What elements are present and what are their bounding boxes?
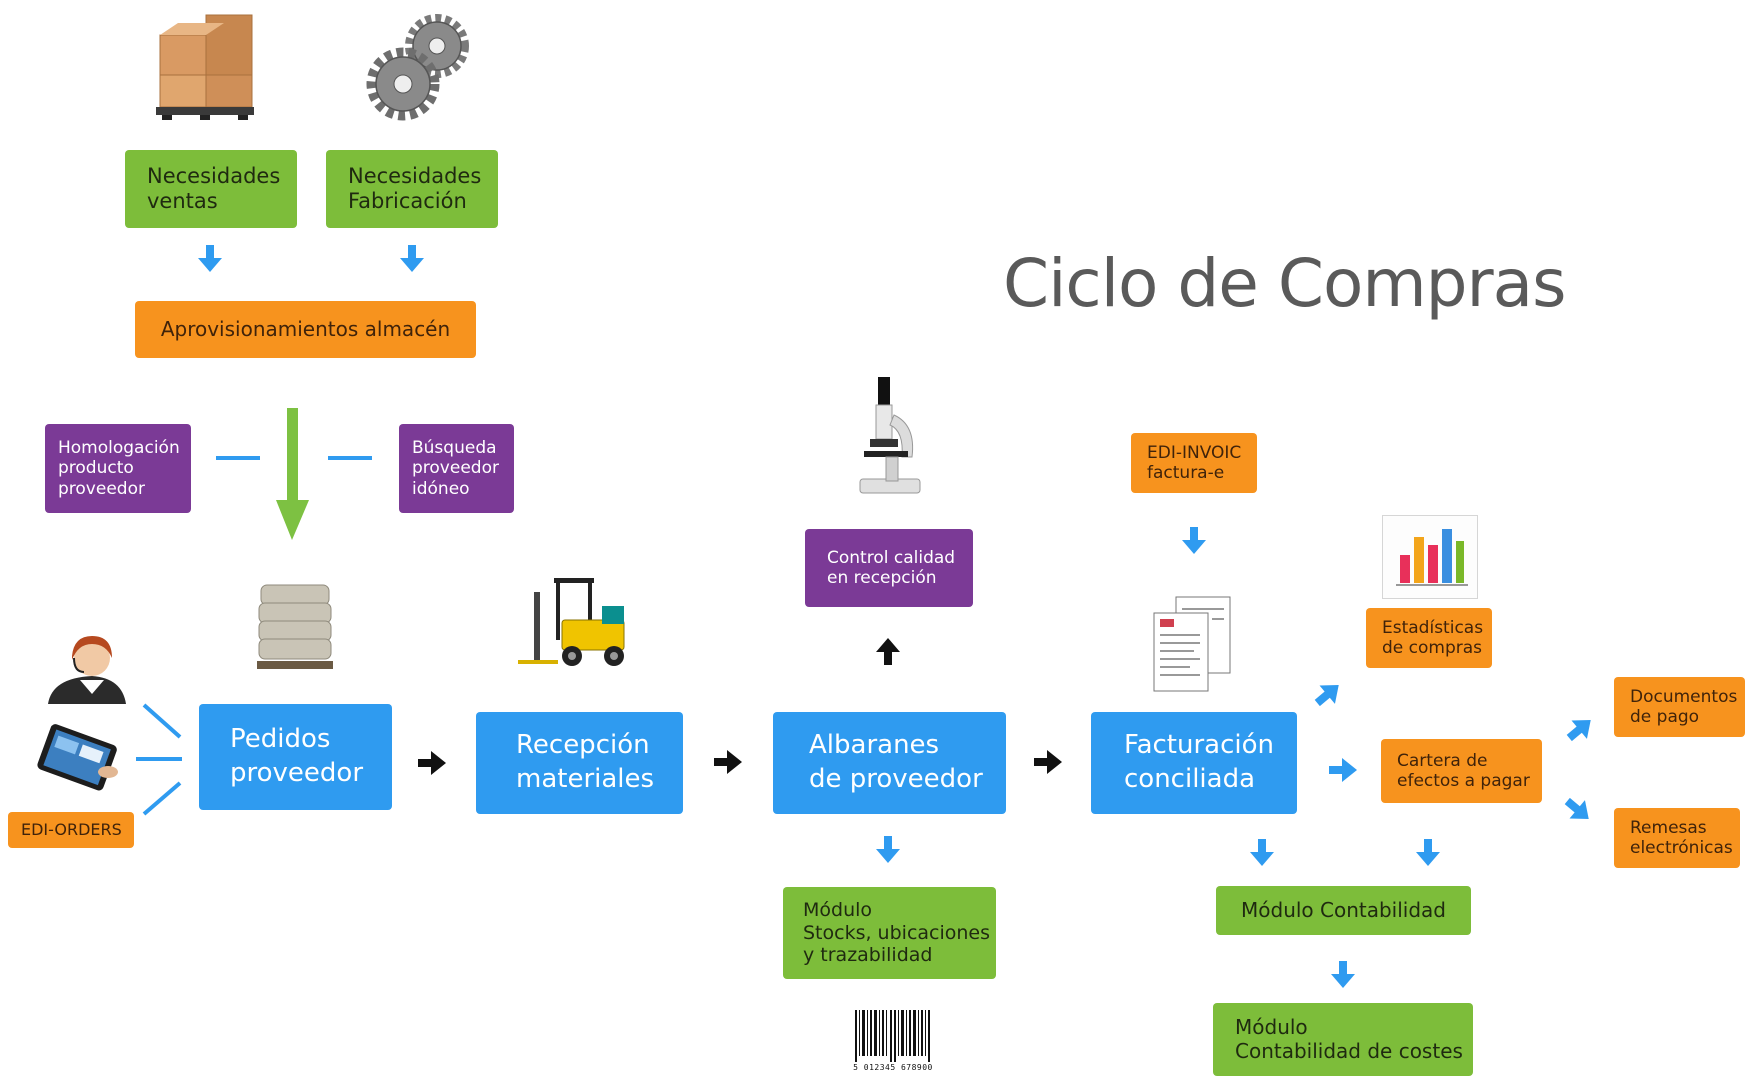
operator-headset-icon [30,632,130,704]
arrow-facturacion-cartera [1329,758,1357,782]
microscope-icon [859,377,921,494]
necesidades-ventas-box: Necesidades ventas [125,150,297,228]
diagram-title: Ciclo de Compras [1003,245,1566,322]
arrow-cartera-documentos [1561,710,1599,748]
arrow-contabilidad-costes [1331,961,1355,988]
arrow-recepcion-albaranes [714,750,742,774]
gears-icon [366,14,469,121]
edi-orders-box: EDI-ORDERS [8,812,134,848]
arrow-facturacion-estadisticas [1309,675,1347,713]
tablet-icon [37,724,118,791]
bar-chart-icon [1382,515,1478,599]
arrow-albaranes-stocks [876,836,900,863]
arrow-pedidos-recepcion [418,751,446,775]
invoice-documents-icon [1153,596,1231,692]
boxes-pallet-icon [156,14,254,120]
arrow-cartera-contabilidad [1416,839,1440,866]
modulo-costes-box: Módulo Contabilidad de costes [1213,1003,1473,1076]
arrow-green-down [276,408,309,540]
cartera-box: Cartera de efectos a pagar [1381,739,1542,803]
forklift-icon [518,578,625,666]
barcode-icon [855,1010,930,1062]
pedidos-proveedor-box: Pedidos proveedor [199,704,392,810]
connector-inputs [136,703,182,816]
recepcion-materiales-box: Recepción materiales [476,712,683,814]
arrow-ventas-down [198,245,222,272]
arrow-cartera-remesas [1559,791,1597,829]
homologacion-box: Homologación producto proveedor [45,424,191,513]
barcode: 5 012345 678900 [853,1010,933,1076]
modulo-contabilidad-box: Módulo Contabilidad [1216,886,1471,935]
arrow-albaranes-facturacion [1034,750,1062,774]
albaranes-box: Albaranes de proveedor [773,712,1006,814]
estadisticas-box: Estadísticas de compras [1366,608,1492,668]
barcode-number: 5 012345 678900 [853,1063,933,1072]
documentos-pago-box: Documentos de pago [1614,677,1745,737]
control-calidad-box: Control calidad en recepción [805,529,973,607]
remesas-box: Remesas electrónicas [1614,808,1740,868]
arrow-fabricacion-down [400,245,424,272]
arrow-up-control [876,638,900,665]
arrow-edi-facturacion [1182,527,1206,554]
modulo-stocks-box: Módulo Stocks, ubicaciones y trazabilida… [783,887,996,979]
sack-pallet-icon [257,584,333,669]
arrow-facturacion-contabilidad [1250,839,1274,866]
busqueda-box: Búsqueda proveedor idóneo [399,424,514,513]
necesidades-fabricacion-box: Necesidades Fabricación [326,150,498,228]
facturacion-box: Facturación conciliada [1091,712,1297,814]
aprovisionamientos-box: Aprovisionamientos almacén [135,301,476,358]
edi-invoic-box: EDI-INVOIC factura-e [1131,433,1257,493]
